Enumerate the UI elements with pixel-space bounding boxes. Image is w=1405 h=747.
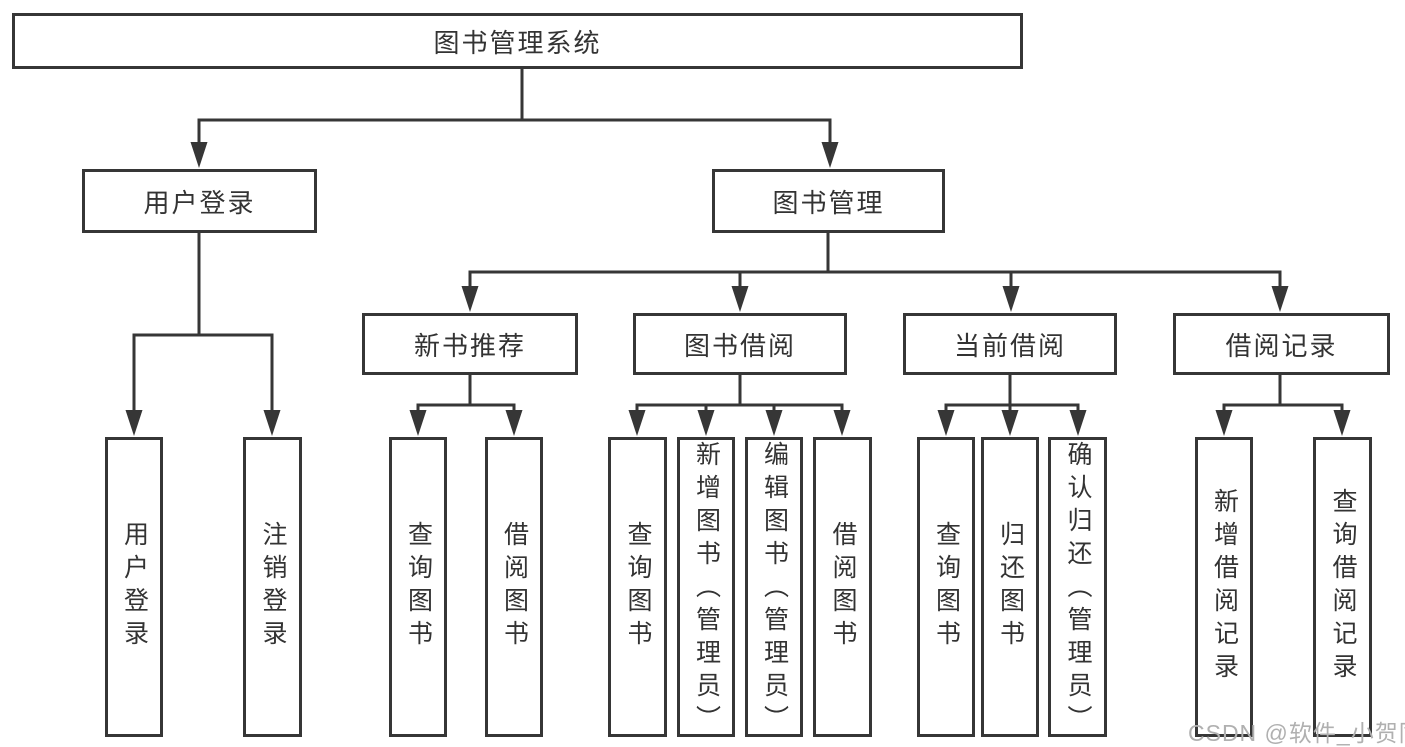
connector-book-borrow: [628, 373, 851, 436]
node-label: 查询图书: [932, 521, 961, 653]
arrow-down-icon: [409, 410, 427, 436]
node-edit-books-admin: 编辑图书（管理员）: [745, 437, 803, 738]
node-new-book-rec: 新书推荐: [362, 313, 578, 375]
node-borrow-records: 借阅记录: [1173, 313, 1390, 375]
node-label: 图书借阅: [683, 330, 796, 361]
arrow-down-icon: [1333, 410, 1351, 436]
node-confirm-return-admin: 确认归还（管理员）: [1048, 437, 1107, 738]
arrow-down-icon: [1002, 286, 1020, 312]
node-user-login-module: 用户登录: [82, 169, 317, 233]
csdn-watermark: CSDN @软件_小贺同学: [1188, 720, 1405, 746]
arrow-down-icon: [765, 410, 783, 436]
node-label: 确认归还（管理员）: [1064, 441, 1092, 738]
arrow-down-icon: [461, 286, 479, 312]
arrow-down-icon: [731, 286, 749, 312]
node-label: 注销登录: [259, 521, 287, 653]
node-label: 新增图书（管理员）: [692, 441, 721, 738]
node-label: 借阅图书: [500, 521, 529, 653]
node-label: 图书管理系统: [433, 27, 602, 58]
node-label: 用户登录: [120, 521, 149, 653]
node-label: 新增借阅记录: [1210, 488, 1239, 686]
arrow-down-icon: [697, 410, 715, 436]
arrow-down-icon: [821, 142, 839, 168]
node-label: 用户登录: [143, 187, 256, 218]
arrow-down-icon: [937, 410, 955, 436]
node-label: 查询图书: [404, 521, 433, 653]
node-return-books: 归还图书: [981, 437, 1039, 737]
node-label: 归还图书: [996, 521, 1025, 653]
connector-borrow-records: [1215, 373, 1351, 436]
node-label: 当前借阅: [953, 330, 1066, 361]
node-label: 查询图书: [624, 521, 652, 653]
node-book-borrow: 图书借阅: [633, 313, 847, 375]
node-user-login-leaf: 用户登录: [105, 437, 163, 737]
arrow-down-icon: [1215, 410, 1233, 436]
node-borrow-books-newrec: 借阅图书: [485, 437, 543, 737]
arrow-down-icon: [1271, 286, 1289, 312]
node-label: 编辑图书（管理员）: [760, 441, 789, 738]
node-current-borrow: 当前借阅: [903, 313, 1117, 375]
connector-user-login: [125, 231, 281, 436]
connector-new-book: [409, 373, 523, 436]
node-library-system: 图书管理系统: [12, 13, 1023, 69]
node-query-books-borrow: 查询图书: [608, 437, 667, 737]
arrow-down-icon: [628, 410, 646, 436]
node-label: 借阅图书: [829, 521, 857, 653]
arrow-down-icon: [125, 410, 143, 436]
node-logout-leaf: 注销登录: [243, 437, 302, 737]
arrow-down-icon: [190, 142, 208, 168]
connector-book-mgmt: [461, 231, 1289, 312]
arrow-down-icon: [263, 410, 281, 436]
node-label: 查询借阅记录: [1329, 488, 1357, 686]
node-add-books-admin: 新增图书（管理员）: [677, 437, 735, 738]
node-borrow-books-leaf: 借阅图书: [813, 437, 872, 737]
node-add-borrow-record: 新增借阅记录: [1195, 437, 1253, 737]
node-label: 借阅记录: [1225, 330, 1338, 361]
arrow-down-icon: [505, 410, 523, 436]
arrow-down-icon: [1001, 410, 1019, 436]
node-book-mgmt-module: 图书管理: [712, 169, 945, 233]
node-label: 图书管理: [772, 187, 885, 218]
node-query-borrow-record: 查询借阅记录: [1313, 437, 1372, 737]
arrow-down-icon: [1069, 410, 1087, 436]
node-label: 新书推荐: [413, 330, 526, 361]
node-query-books-current: 查询图书: [917, 437, 975, 737]
connector-root: [190, 67, 839, 168]
connector-current-borrow: [937, 373, 1087, 436]
node-query-books-newrec: 查询图书: [389, 437, 447, 737]
arrow-down-icon: [833, 410, 851, 436]
